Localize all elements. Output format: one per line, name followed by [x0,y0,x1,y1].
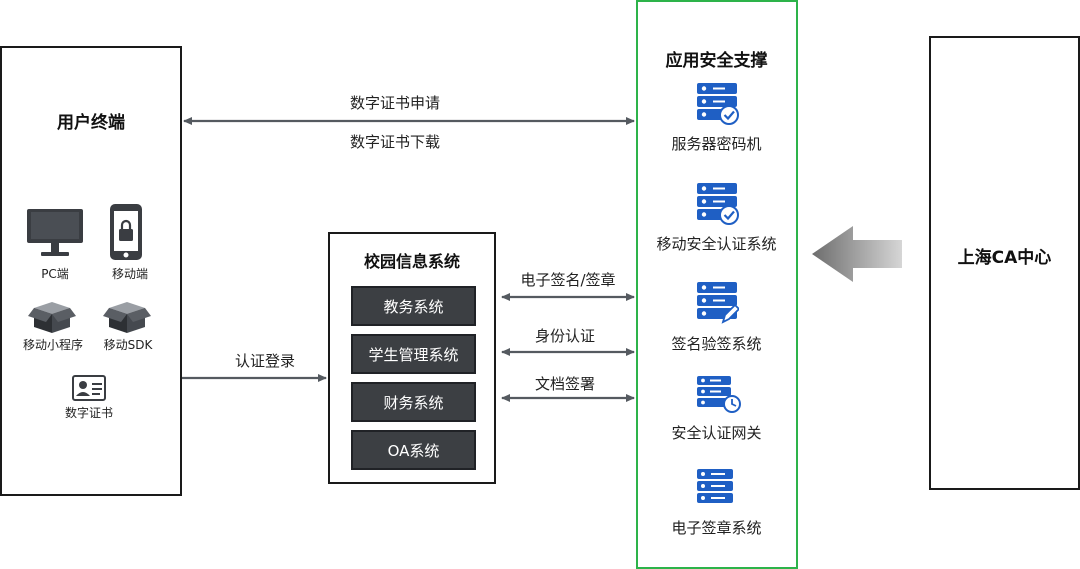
security-support-title: 应用安全支撑 [665,51,768,71]
label-cert-download: 数字证书下载 [349,133,440,151]
monitor-icon [27,209,83,256]
server-check-icon [697,183,739,225]
big-arrow-ca-to-security [812,226,902,282]
label-cert-apply: 数字证书申请 [349,94,440,112]
device-label-miniprogram: 移动小程序 [22,338,83,352]
server-check-icon [697,83,739,125]
device-label-pc: PC端 [41,267,69,281]
server-pen-icon [697,282,739,324]
campus-system-title: 校园信息系统 [363,252,460,271]
system-student-mgmt: 学生管理系统 [351,334,476,374]
ca-center-box: 上海CA中心 [929,36,1080,490]
user-terminal-box: 用户终端 PC端 移动端 移动小程序 移动SDK 数字证书 [0,46,182,496]
package-box-icon [28,302,76,333]
system-academic: 教务系统 [351,286,476,326]
system-oa: OA系统 [351,430,476,470]
device-label-mobile: 移动端 [111,267,148,281]
device-label-cert: 数字证书 [64,406,113,420]
campus-system-box: 校园信息系统 教务系统 学生管理系统 财务系统 OA系统 [328,232,496,484]
device-label-sdk: 移动SDK [103,338,153,352]
security-item-hsm: 服务器密码机 [671,135,762,153]
label-doc-sign: 文档签署 [534,375,595,393]
package-box-icon [103,302,151,333]
label-e-sign: 电子签名/签章 [520,271,616,289]
user-terminal-title: 用户终端 [57,113,125,133]
mobile-lock-icon [110,204,142,260]
security-item-gateway: 安全认证网关 [671,424,762,442]
security-item-sign-verify: 签名验签系统 [671,335,762,353]
security-support-box: 应用安全支撑 服务器密码机 移动安全认证系统 签名验签系统 [636,0,798,569]
server-icon [697,469,733,503]
id-card-icon [72,375,106,401]
label-identity-auth: 身份认证 [534,327,595,345]
security-item-e-seal: 电子签章系统 [671,519,762,537]
security-item-mobile-auth: 移动安全认证系统 [656,235,777,253]
label-auth-login: 认证登录 [234,352,295,370]
ca-center-title: 上海CA中心 [957,248,1052,268]
system-finance: 财务系统 [351,382,476,422]
server-clock-icon [697,376,741,413]
